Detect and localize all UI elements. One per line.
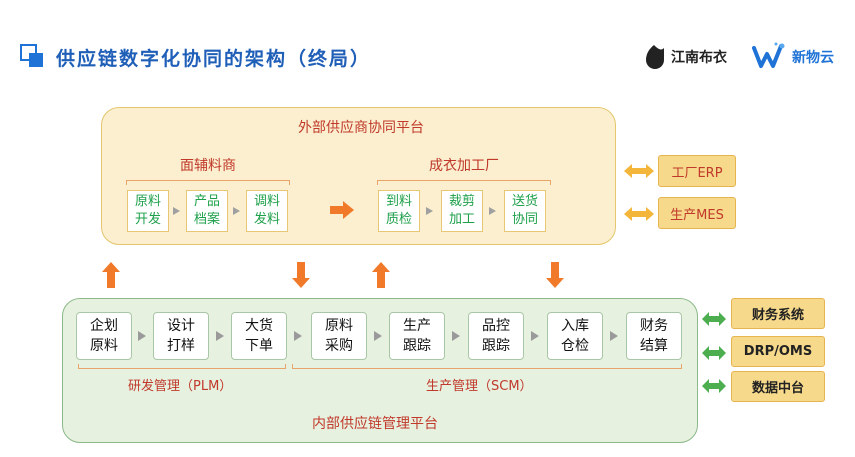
group-title-fabric-supplier: 面辅料商 — [180, 158, 236, 174]
step-bulk-order: 大货下单 — [231, 312, 287, 360]
flow-arrow-icon — [233, 207, 240, 215]
step-cutting-processing: 裁剪加工 — [441, 190, 483, 232]
data-middle-platform-box: 数据中台 — [731, 371, 825, 402]
two-way-arrow-icon — [702, 379, 726, 393]
step-product-archive: 产品档案 — [186, 190, 228, 232]
xinwuyun-logo-icon — [752, 42, 785, 68]
brand-xinwuyun: 新物云 — [792, 50, 834, 66]
step-warehouse-inspection: 入库仓检 — [547, 312, 603, 360]
two-way-arrow-icon — [702, 312, 726, 326]
flow-arrow-icon — [216, 331, 224, 341]
step-material-dispatch: 调料发料 — [246, 190, 288, 232]
flow-arrow-icon — [452, 331, 460, 341]
external-platform-title: 外部供应商协同平台 — [298, 120, 424, 136]
step-production-tracking: 生产跟踪 — [389, 312, 445, 360]
brand-jnby: 江南布衣 — [671, 50, 727, 66]
step-qc-tracking: 品控跟踪 — [468, 312, 524, 360]
step-finance-settlement: 财务结算 — [626, 312, 682, 360]
up-arrow-icon — [372, 262, 390, 288]
internal-platform-title: 内部供应链管理平台 — [312, 416, 438, 432]
header-logo-icon — [20, 44, 44, 68]
page-title: 供应链数字化协同的架构（终局） — [56, 48, 372, 70]
step-material-inspection: 到料质检 — [378, 190, 420, 232]
step-planning-material: 企划原料 — [76, 312, 132, 360]
drp-oms-box: DRP/OMS — [731, 336, 825, 367]
group-title-garment-factory: 成衣加工厂 — [429, 158, 499, 174]
group-bracket — [377, 180, 551, 185]
flow-arrow-icon — [610, 331, 618, 341]
down-arrow-icon — [292, 262, 310, 288]
plm-bracket — [78, 364, 286, 369]
step-delivery-collab: 送货协同 — [504, 190, 546, 232]
flow-arrow-icon — [294, 331, 302, 341]
production-mes-box: 生产MES — [658, 197, 736, 229]
factory-erp-box: 工厂ERP — [658, 155, 736, 187]
two-way-arrow-icon — [624, 164, 654, 178]
supply-arrow-icon — [330, 201, 354, 219]
step-material-dev: 原料开发 — [127, 190, 169, 232]
step-design-sample: 设计打样 — [153, 312, 209, 360]
up-arrow-icon — [102, 262, 120, 288]
flow-arrow-icon — [374, 331, 382, 341]
two-way-arrow-icon — [624, 207, 654, 221]
flow-arrow-icon — [531, 331, 539, 341]
two-way-arrow-icon — [702, 346, 726, 360]
group-bracket — [126, 180, 290, 185]
flow-arrow-icon — [173, 207, 180, 215]
scm-bracket — [292, 364, 682, 369]
plm-label: 研发管理（PLM） — [128, 379, 233, 394]
finance-system-box: 财务系统 — [731, 298, 825, 329]
scm-label: 生产管理（SCM） — [426, 379, 533, 394]
step-material-purchase: 原料采购 — [311, 312, 367, 360]
down-arrow-icon — [546, 262, 564, 288]
jnby-logo-icon — [646, 45, 664, 69]
flow-arrow-icon — [138, 331, 146, 341]
flow-arrow-icon — [489, 207, 496, 215]
flow-arrow-icon — [426, 207, 433, 215]
